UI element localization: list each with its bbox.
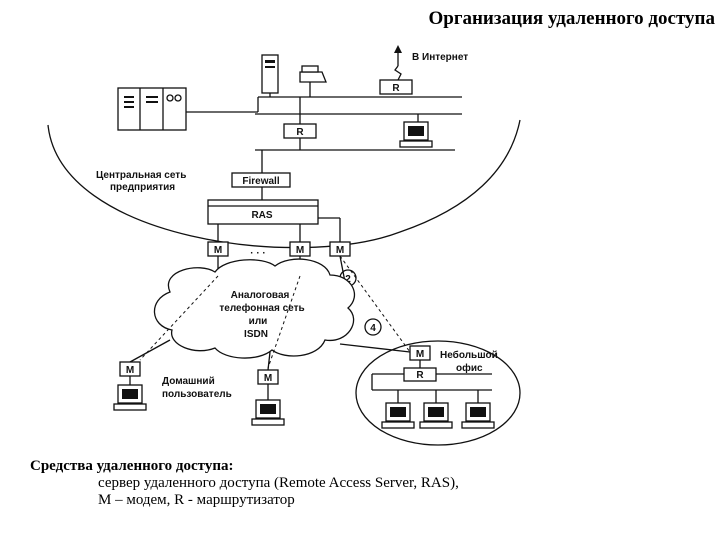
office-pc-1-icon (381, 402, 415, 429)
corporate-desktop-icon (399, 121, 433, 148)
ras-modem-1: M (207, 241, 229, 257)
caption: Средства удаленного доступа: сервер удал… (30, 458, 710, 509)
svg-text:4: 4 (370, 323, 376, 334)
svg-text:M: M (416, 349, 424, 360)
small-office-label-line1: Небольшой (440, 349, 498, 361)
mobile-pc-icon (251, 399, 285, 426)
firewall-box (231, 172, 291, 188)
central-net-label-line1: Центральная сеть (96, 170, 186, 181)
mobile-modem: M (257, 369, 279, 385)
connection-number-4: 4 (364, 318, 382, 336)
home-user-label-line1: Домашний (162, 376, 215, 387)
svg-text:2: 2 (345, 274, 351, 285)
central-network-boundary (47, 119, 521, 249)
ras-modem-3: M (329, 241, 351, 257)
office-modem: M (409, 345, 431, 361)
ras-modem-2: M (289, 241, 311, 257)
home-modem: M (119, 361, 141, 377)
cloud-label-line2: телефонная сеть (219, 302, 304, 314)
home-user-label-line2: пользователь (162, 389, 232, 400)
office-pc-3-icon (461, 402, 495, 429)
small-office-label-line2: офис (456, 362, 483, 374)
internet-router-label: R (392, 83, 400, 94)
page-title: Организация удаленного доступа (428, 8, 715, 29)
ras-label: RAS (251, 210, 272, 221)
svg-text:M: M (336, 245, 344, 256)
svg-text:M: M (126, 365, 134, 376)
printer-icon (299, 65, 327, 97)
small-office-boundary (355, 340, 521, 446)
internet-router: R (379, 45, 413, 95)
remote-access-diagram: R В Интернет R Firewall RAS Центральная … (47, 45, 521, 446)
workstation-tower-icon (261, 54, 279, 97)
home-pc-icon (113, 384, 147, 411)
firewall-label: Firewall (242, 176, 279, 187)
internet-label: В Интернет (412, 52, 468, 63)
central-net-label-line2: предприятия (110, 182, 175, 193)
server-rack-icon (117, 87, 187, 131)
svg-text:R: R (416, 370, 424, 381)
corporate-router-label: R (296, 127, 304, 138)
ras-server (207, 199, 319, 225)
cloud-label-line3: или (249, 316, 268, 327)
phone-network-cloud (153, 258, 355, 359)
caption-modem-router-definition: М – модем, R - маршрутизатор (98, 492, 295, 508)
office-router: R (403, 367, 437, 382)
svg-text:M: M (264, 373, 272, 384)
svg-text:M: M (214, 245, 222, 256)
cloud-label-line1: Аналоговая (231, 290, 290, 301)
office-pc-2-icon (419, 402, 453, 429)
svg-text:M: M (296, 245, 304, 256)
caption-heading: Средства удаленного доступа: (30, 458, 234, 474)
caption-ras-definition: сервер удаленного доступа (Remote Access… (98, 475, 459, 491)
cloud-label-line4: ISDN (244, 329, 268, 340)
modem-ellipsis: · · · (250, 248, 266, 259)
